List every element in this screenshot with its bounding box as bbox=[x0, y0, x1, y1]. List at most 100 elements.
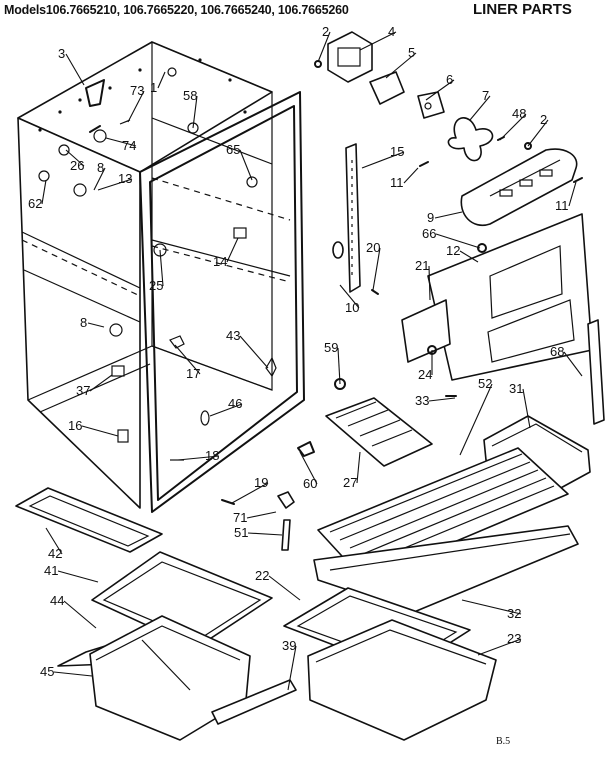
callout-c65: 65 bbox=[226, 142, 240, 157]
leader-line-c8a bbox=[93, 167, 106, 191]
callout-c27: 27 bbox=[343, 475, 357, 490]
callout-c3: 3 bbox=[58, 46, 65, 61]
leader-line-c8b bbox=[87, 322, 105, 328]
left-crisper-group bbox=[15, 487, 297, 741]
callout-c4: 4 bbox=[388, 24, 395, 39]
leader-line-c68 bbox=[563, 351, 583, 377]
leader-line-c12 bbox=[459, 250, 479, 263]
leader-line-c14 bbox=[226, 237, 239, 263]
leader-line-c3 bbox=[65, 53, 85, 86]
callout-c20: 20 bbox=[366, 240, 380, 255]
callout-c68: 68 bbox=[550, 344, 564, 359]
leader-line-c27 bbox=[356, 451, 361, 484]
leader-line-c60 bbox=[299, 451, 318, 485]
callout-c51: 51 bbox=[234, 525, 248, 540]
callout-c1: 1 bbox=[150, 80, 157, 95]
leader-line-c11a bbox=[403, 167, 419, 184]
callout-c42: 42 bbox=[48, 546, 62, 561]
callout-c33: 33 bbox=[415, 393, 429, 408]
models-header: Models106.7665210, 106.7665220, 106.7665… bbox=[4, 3, 349, 17]
leader-line-c15 bbox=[361, 151, 405, 169]
callout-c22: 22 bbox=[255, 568, 269, 583]
leader-line-c46 bbox=[209, 403, 243, 417]
leader-line-c11b bbox=[568, 181, 577, 207]
leader-line-c31 bbox=[522, 388, 531, 429]
callout-c5: 5 bbox=[408, 45, 415, 60]
leader-line-c32 bbox=[461, 599, 522, 615]
leader-line-c45 bbox=[53, 671, 93, 677]
callout-c12: 12 bbox=[446, 243, 460, 258]
callout-c16: 16 bbox=[68, 418, 82, 433]
leader-line-c39 bbox=[287, 645, 297, 691]
callout-c6: 6 bbox=[446, 72, 453, 87]
leader-line-c18 bbox=[177, 455, 220, 461]
callout-c13: 13 bbox=[118, 171, 132, 186]
leader-line-c1 bbox=[157, 71, 166, 89]
callout-c11b: 11 bbox=[555, 198, 569, 213]
callout-c71: 71 bbox=[233, 510, 247, 525]
leader-line-c59 bbox=[337, 347, 341, 385]
leader-line-c13 bbox=[97, 178, 133, 191]
callout-c2b: 2 bbox=[540, 112, 547, 127]
leader-line-c41 bbox=[57, 570, 99, 583]
callout-c23: 23 bbox=[507, 631, 521, 646]
callout-c18: 18 bbox=[205, 448, 219, 463]
callout-c43: 43 bbox=[226, 328, 240, 343]
callout-c45: 45 bbox=[40, 664, 54, 679]
callout-c66: 66 bbox=[422, 226, 436, 241]
leader-line-c4 bbox=[359, 31, 397, 51]
egg-tray-and-dairy bbox=[297, 378, 591, 497]
leader-line-c21 bbox=[428, 265, 431, 301]
callout-c9: 9 bbox=[427, 210, 434, 225]
leader-line-c17 bbox=[174, 344, 201, 375]
callout-c14: 14 bbox=[213, 254, 227, 269]
leader-line-c66 bbox=[435, 233, 481, 249]
liner-cabinet bbox=[17, 41, 305, 513]
leader-line-c44 bbox=[63, 600, 97, 629]
leader-line-c22 bbox=[268, 575, 301, 601]
callout-c52: 52 bbox=[478, 376, 492, 391]
small-hardware bbox=[89, 125, 295, 551]
callout-c48: 48 bbox=[512, 106, 526, 121]
leader-line-c37 bbox=[89, 374, 113, 392]
callout-c31: 31 bbox=[509, 381, 523, 396]
leader-line-c7 bbox=[469, 95, 491, 121]
leader-line-c5 bbox=[385, 52, 417, 79]
trim-bar bbox=[587, 319, 605, 425]
leader-line-c6 bbox=[425, 79, 455, 101]
leader-line-c71 bbox=[246, 511, 277, 519]
callout-c10: 10 bbox=[345, 300, 359, 315]
leader-line-c2b bbox=[527, 119, 549, 147]
leader-line-c23 bbox=[477, 638, 522, 656]
callout-labels: 1223456788910111112131415161718192021222… bbox=[28, 24, 583, 691]
callout-c8a: 8 bbox=[97, 160, 104, 175]
hinge-strip-group bbox=[332, 143, 379, 295]
callout-c21: 21 bbox=[415, 258, 429, 273]
callout-c8b: 8 bbox=[80, 315, 87, 330]
callout-c11a: 11 bbox=[390, 175, 404, 190]
right-crisper-group bbox=[283, 587, 497, 741]
callout-c46: 46 bbox=[228, 396, 242, 411]
leader-line-c20 bbox=[372, 247, 381, 291]
callout-c62: 62 bbox=[28, 196, 42, 211]
leader-line-c51 bbox=[247, 532, 283, 536]
leader-line-c52 bbox=[459, 383, 493, 456]
leader-line-c65 bbox=[239, 149, 253, 181]
diagram-title: LINER PARTS bbox=[473, 1, 572, 18]
callout-c58: 58 bbox=[183, 88, 197, 103]
callout-c7: 7 bbox=[482, 88, 489, 103]
callout-c44: 44 bbox=[50, 593, 64, 608]
leader-line-c10 bbox=[339, 284, 360, 309]
leader-line-c9 bbox=[434, 211, 463, 219]
callout-c15: 15 bbox=[390, 144, 404, 159]
callout-c17: 17 bbox=[186, 366, 200, 381]
control-housing-group bbox=[314, 31, 583, 227]
callout-c2a: 2 bbox=[322, 24, 329, 39]
leader-line-c26 bbox=[65, 149, 85, 167]
leader-line-c74 bbox=[105, 137, 137, 147]
leader-line-c48 bbox=[499, 113, 527, 141]
leader-line-c25 bbox=[159, 249, 164, 287]
callout-c19: 19 bbox=[254, 475, 268, 490]
callout-c73: 73 bbox=[130, 83, 144, 98]
